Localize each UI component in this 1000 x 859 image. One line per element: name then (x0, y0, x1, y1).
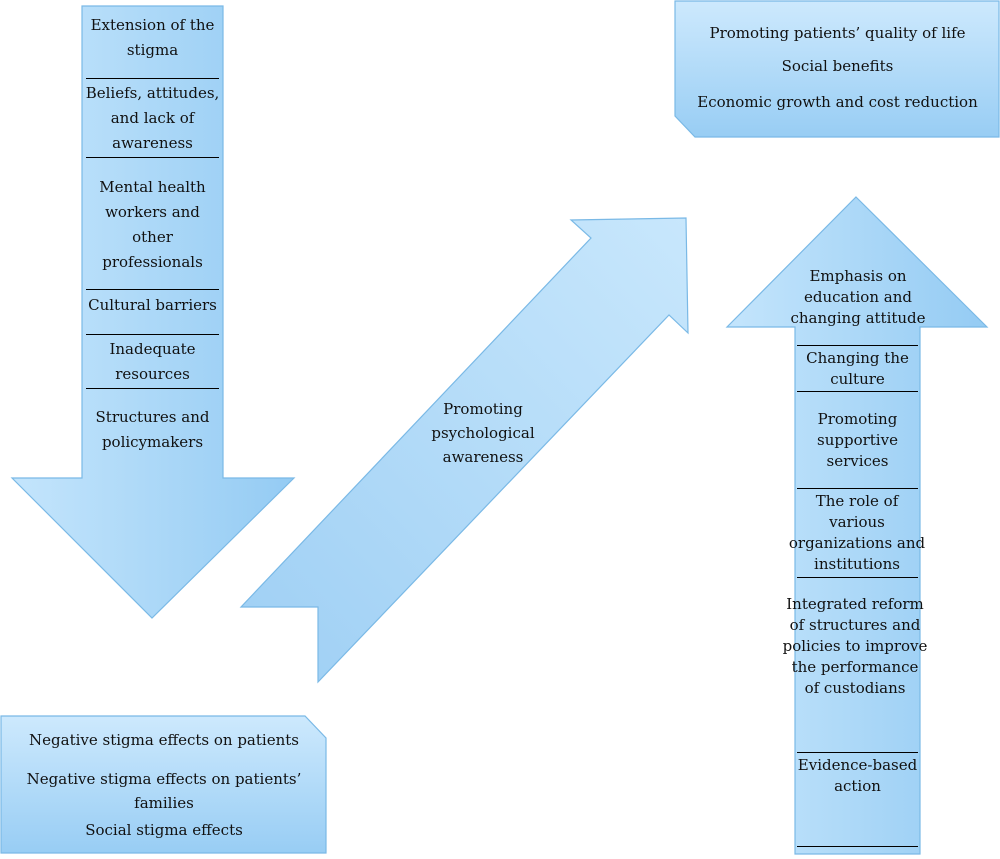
up-separator (797, 391, 918, 392)
down-separator (86, 388, 219, 389)
down-item-5: Inadequate resources (109, 340, 196, 383)
top-right-box (674, 0, 1000, 138)
down-item-4: Cultural barriers (88, 296, 217, 314)
down-separator (86, 157, 219, 158)
effect-item-1: Negative stigma effects on patients (29, 731, 299, 749)
up-item-1: Emphasis on education and changing attit… (790, 267, 926, 327)
diagonal-arrow (239, 217, 689, 684)
up-item-4: The role of various organizations and in… (788, 492, 926, 573)
outcome-item-2: Social benefits (781, 57, 894, 75)
down-separator (86, 289, 219, 290)
down-item-3: Mental health workers and other professi… (99, 178, 206, 271)
down-arrow (10, 5, 296, 619)
effect-item-3: Social stigma effects (85, 821, 243, 839)
up-separator (797, 846, 918, 847)
up-item-5: Integrated reform of structures and poli… (782, 595, 928, 697)
outcome-item-1: Promoting patients’ quality of life (709, 24, 966, 42)
up-separator (797, 488, 918, 489)
down-item-2: Beliefs, attitudes, and lack of awarenes… (85, 84, 220, 152)
up-separator (797, 752, 918, 753)
up-item-3: Promoting supportive services (817, 410, 898, 470)
down-item-6: Structures and policymakers (95, 408, 210, 451)
up-separator (797, 345, 918, 346)
up-item-2: Changing the culture (806, 349, 909, 388)
down-separator (86, 78, 219, 79)
diagonal-arrow-label: Promoting psychological awareness (431, 400, 535, 466)
down-separator (86, 334, 219, 335)
outcome-item-3: Economic growth and cost reduction (697, 93, 978, 111)
up-arrow (725, 196, 989, 855)
down-item-1: Extension of the stigma (90, 16, 215, 59)
effect-item-2: Negative stigma effects on patients’ fam… (26, 770, 302, 812)
bottom-left-box (0, 715, 327, 854)
up-item-6: Evidence-based action (797, 756, 918, 795)
up-separator (797, 577, 918, 578)
